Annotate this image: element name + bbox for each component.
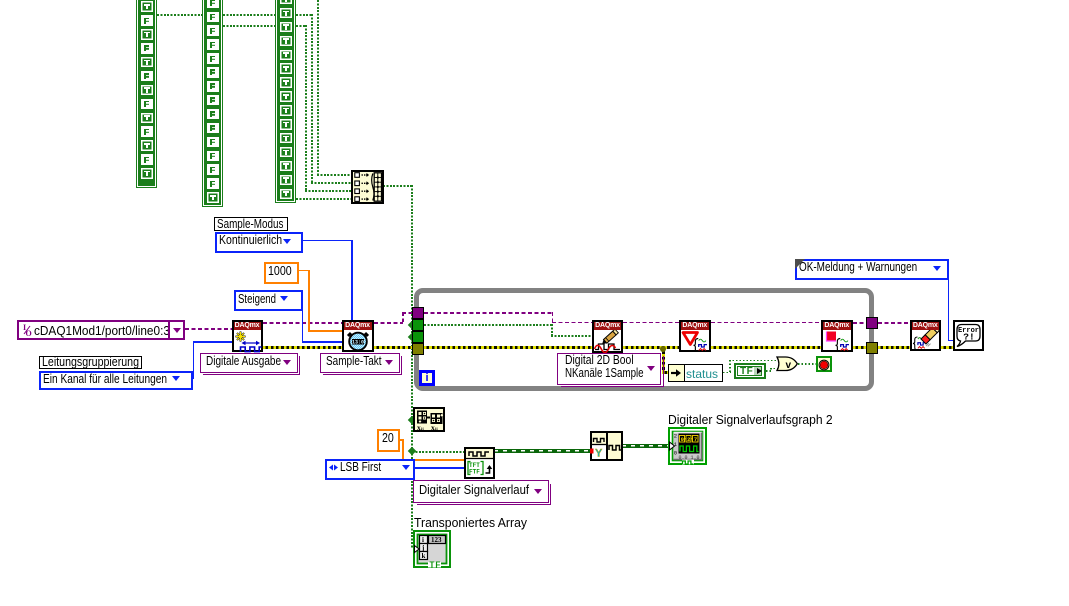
svg-text:TF: TF [430,561,442,569]
svg-text:v: v [785,360,791,371]
svg-text:2: 2 [687,436,690,443]
svg-text:Error: Error [957,327,978,335]
svg-text:0: 0 [673,450,676,457]
svg-text:2: 2 [673,433,676,440]
svg-text:7: 7 [693,436,696,443]
svg-text:O: O [26,329,32,337]
svg-text:1: 1 [673,441,677,448]
svg-text:FTF: FTF [469,468,480,475]
svg-text:Y: Y [595,448,603,460]
svg-text:j: j [421,544,424,552]
svg-text:i: i [422,536,424,544]
svg-text:13:0: 13:0 [351,340,363,346]
svg-text:xij: xij [417,423,424,432]
svg-text:TFT: TFT [469,462,480,469]
svg-text:0.0 1.0: 0.0 1.0 [678,455,699,461]
svg-text:0: 0 [680,436,683,443]
svg-text:123: 123 [431,536,442,544]
svg-text:?!: ?! [963,332,974,343]
svg-text:xji: xji [431,423,438,432]
svg-text:I: I [23,323,26,332]
svg-text:k: k [422,552,426,560]
